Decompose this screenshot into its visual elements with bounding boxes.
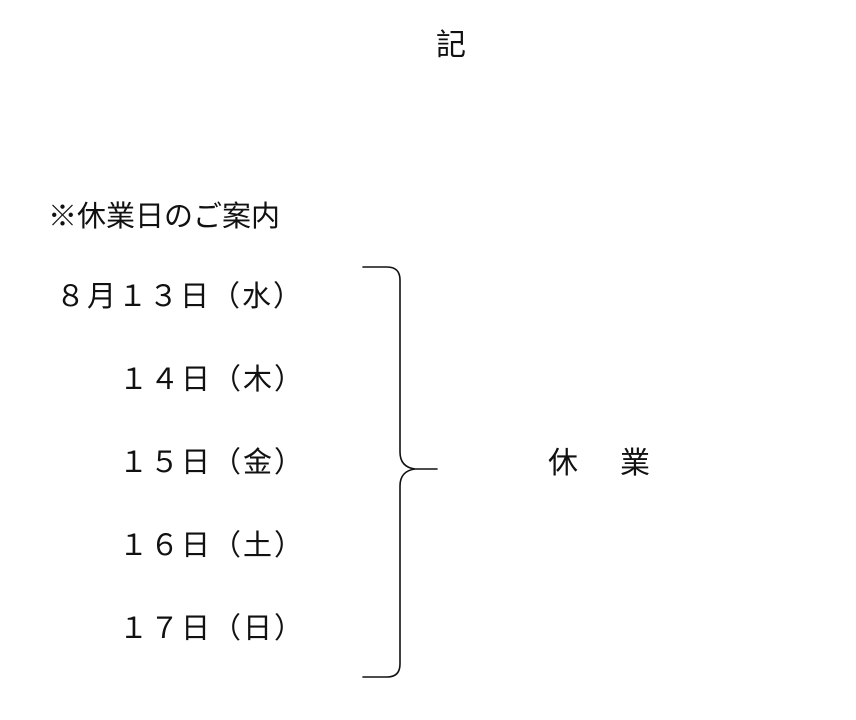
closed-label: 休 業 — [548, 446, 656, 481]
date-row-aug-13: ８月１３日（水） — [56, 279, 305, 313]
page-title: 記 — [436, 28, 466, 63]
notice-heading: ※休業日のご案内 — [48, 199, 281, 233]
date-row-aug-16: １６日（土） — [119, 528, 306, 562]
date-row-aug-15: １５日（金） — [119, 445, 306, 479]
date-row-aug-14: １４日（木） — [119, 362, 306, 396]
date-row-aug-17: １７日（日） — [119, 611, 306, 645]
right-curly-brace — [362, 266, 438, 678]
